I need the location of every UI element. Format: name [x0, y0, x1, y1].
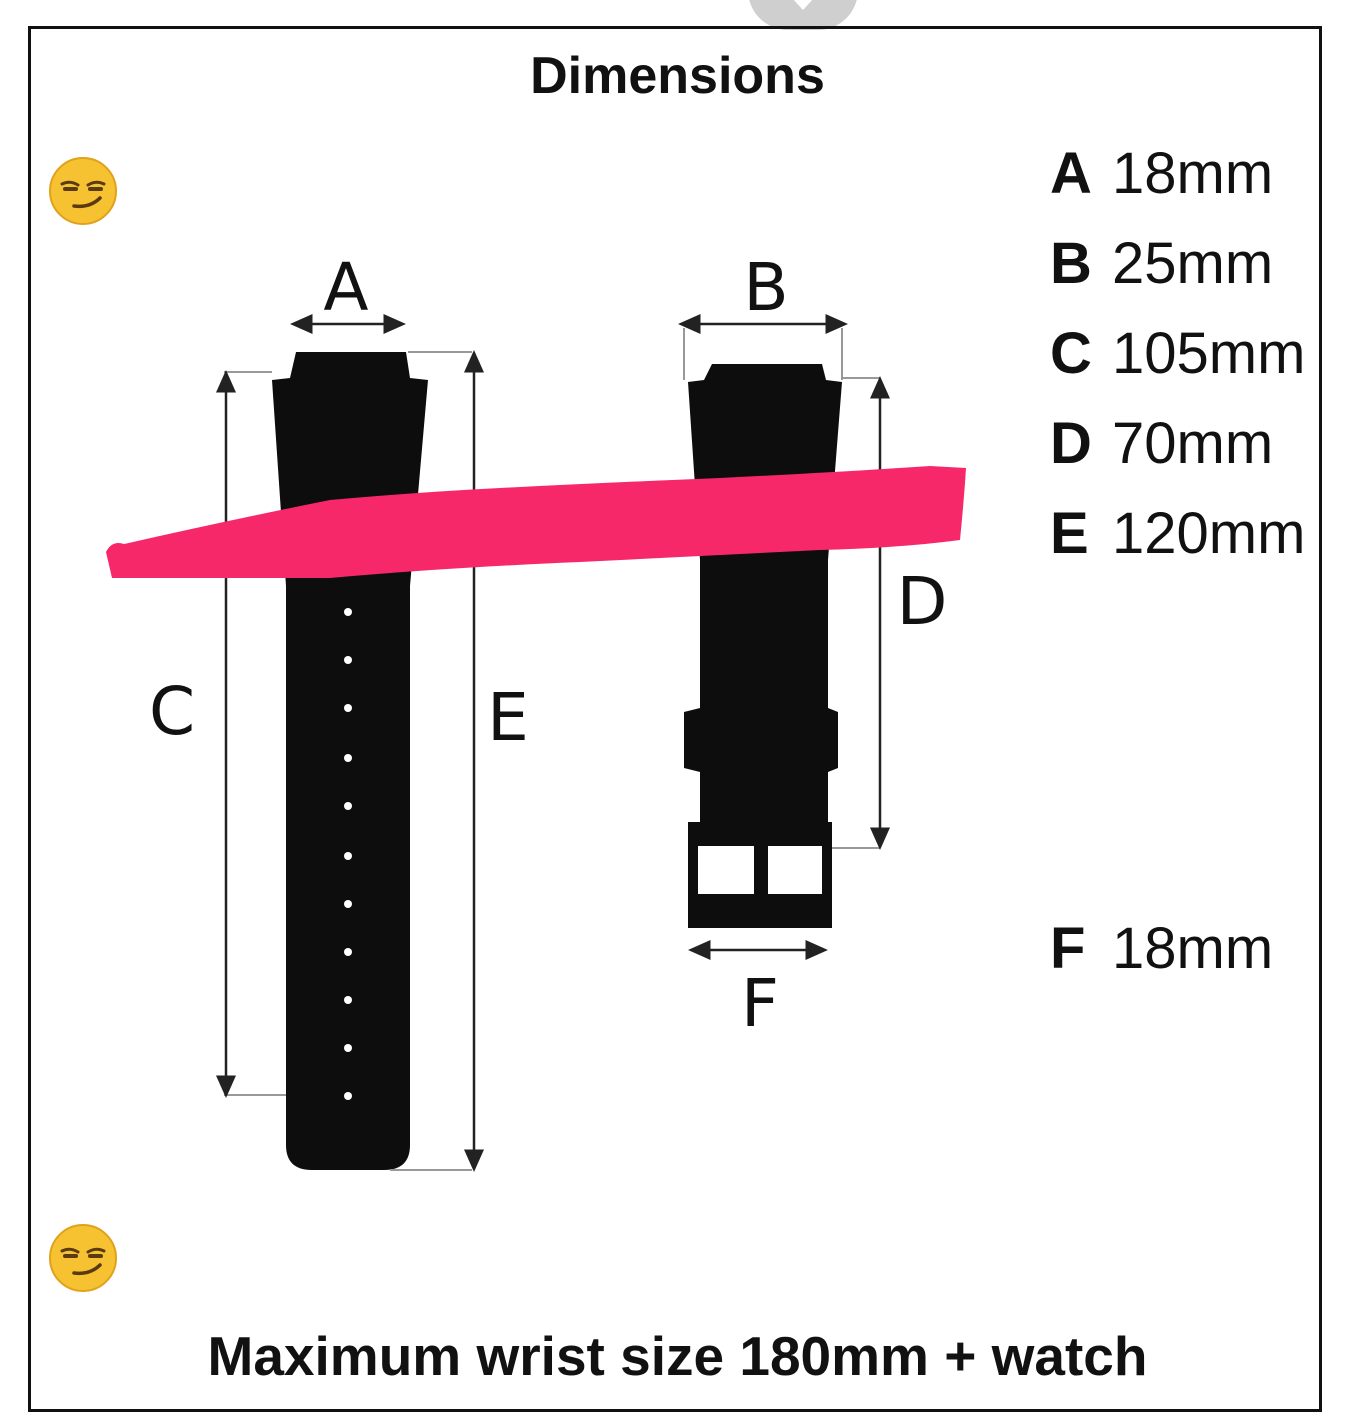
spec-d: D 70mm	[1050, 410, 1273, 477]
spec-e: E 120mm	[1050, 500, 1305, 567]
dimensions-card	[28, 26, 1322, 1412]
spec-value: 25mm	[1112, 231, 1274, 296]
smirking-face-emoji	[49, 1224, 117, 1292]
spec-letter: D	[1050, 411, 1092, 476]
spec-a: A 18mm	[1050, 140, 1273, 207]
buckle-window-left	[698, 846, 754, 894]
spec-b: B 25mm	[1050, 230, 1273, 297]
buckle-window-right	[768, 846, 822, 894]
redaction-mark	[106, 466, 966, 578]
diagram-label-f: F	[741, 965, 779, 1042]
spec-letter: B	[1050, 231, 1092, 296]
spec-f: F 18mm	[1050, 915, 1273, 982]
spec-value: 18mm	[1112, 916, 1274, 981]
diagram-label-e: E	[487, 679, 529, 756]
spec-value: 105mm	[1112, 321, 1306, 386]
spec-value: 70mm	[1112, 411, 1274, 476]
spec-letter: F	[1050, 916, 1086, 981]
spec-value: 18mm	[1112, 141, 1274, 206]
diagram-label-d: D	[897, 563, 948, 640]
spec-letter: C	[1050, 321, 1092, 386]
buckle-strap	[684, 364, 842, 928]
smirking-face-emoji	[49, 157, 117, 225]
strap-holes	[344, 608, 352, 1100]
spec-letter: E	[1050, 501, 1089, 566]
diagram-label-a: A	[323, 249, 368, 326]
spec-letter: A	[1050, 141, 1092, 206]
chevron-down-icon	[792, 0, 814, 10]
footer-note: Maximum wrist size 180mm + watch	[207, 1325, 1148, 1387]
diagram-label-b: B	[743, 249, 788, 326]
pull-tab[interactable]	[748, 0, 858, 30]
page-title: Dimensions	[530, 47, 825, 105]
spec-value: 120mm	[1112, 501, 1306, 566]
spec-c: C 105mm	[1050, 320, 1305, 387]
diagram-label-c: C	[149, 673, 195, 750]
